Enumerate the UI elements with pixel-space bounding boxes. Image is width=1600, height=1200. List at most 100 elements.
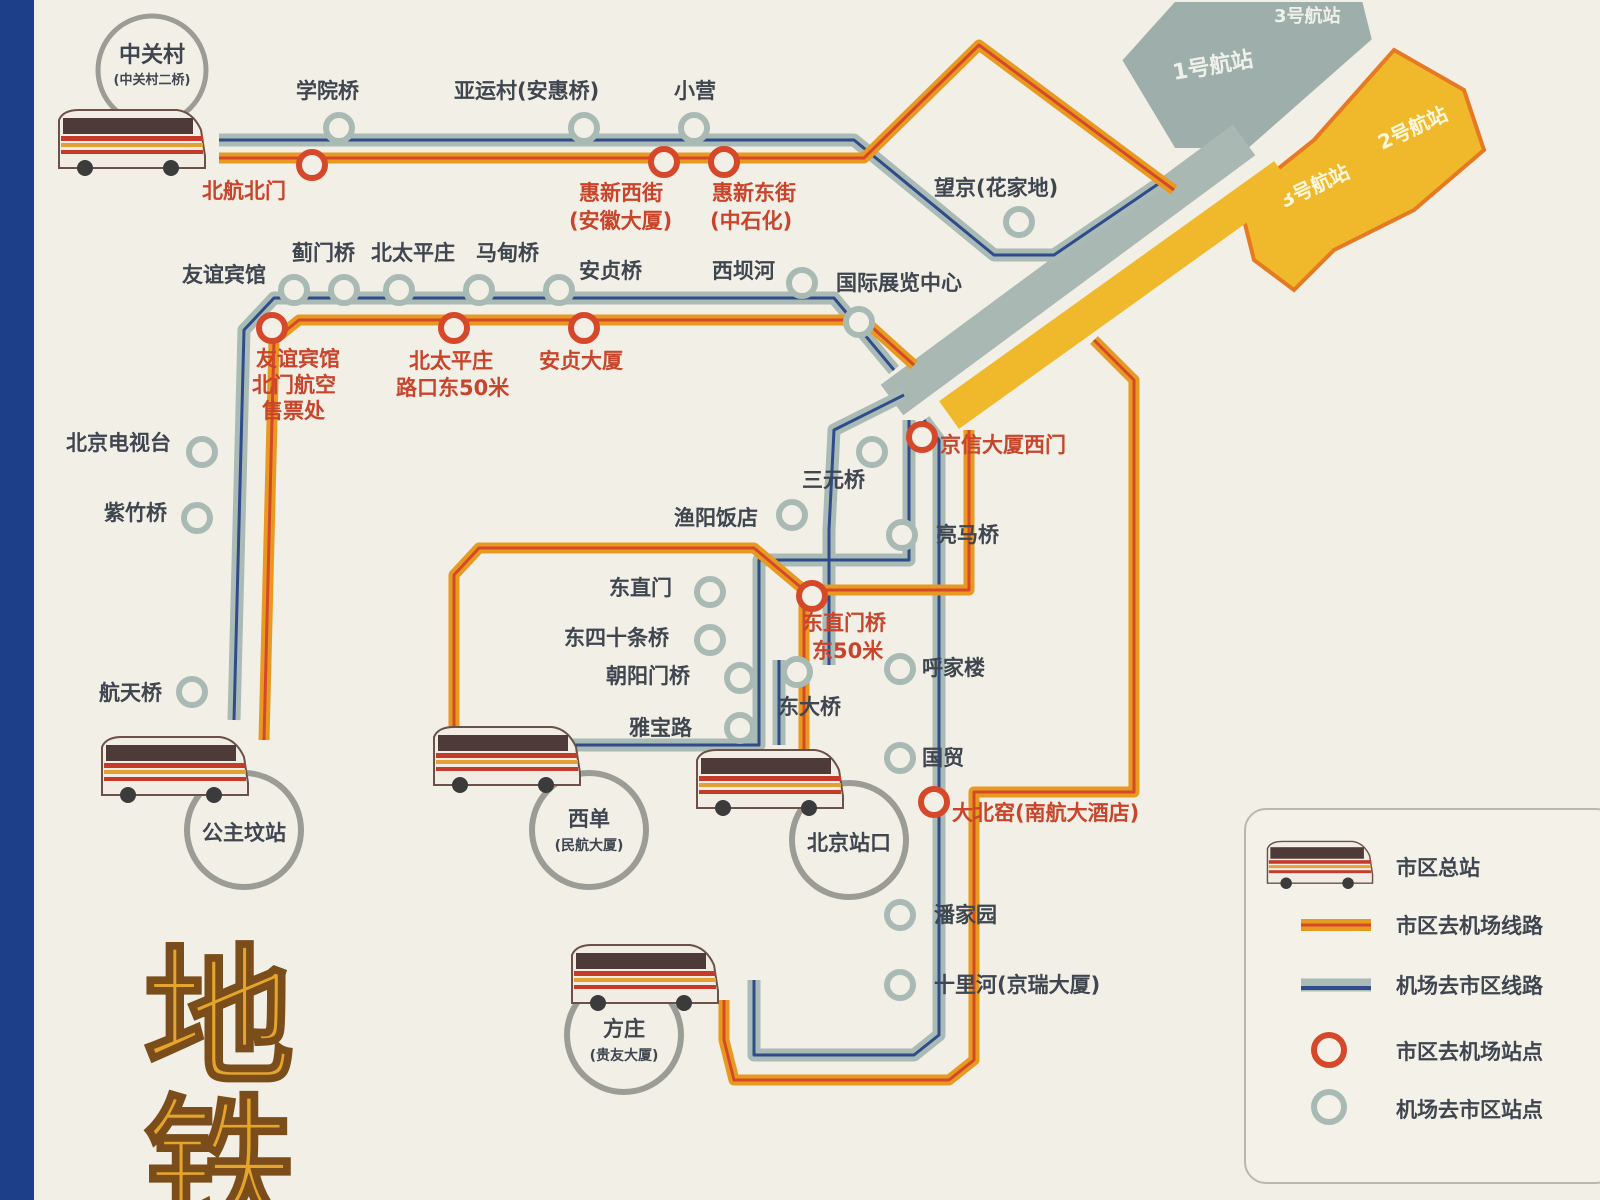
stop-beijingdianshitai[interactable]: [186, 436, 218, 468]
terminal-extra-label: 3号航站: [1274, 5, 1341, 27]
stop-huixindongjie[interactable]: [708, 146, 740, 178]
stop-sanyuanqiao[interactable]: [856, 436, 888, 468]
label-anzhenqiao: 安贞桥: [579, 259, 643, 283]
stop-yabaolu[interactable]: [724, 712, 756, 744]
hub-sub: (中关村二桥): [114, 72, 191, 88]
hub-name: 公主坟站: [202, 821, 286, 845]
stop-dabeiyao[interactable]: [918, 786, 950, 818]
legend-gray-stop: [1311, 1089, 1347, 1125]
label-huixindongjie-sub: (中石化): [710, 209, 792, 233]
hub-name: 北京站口: [807, 831, 891, 855]
legend-bus-icon: [1266, 840, 1374, 890]
label-liangmaqiao: 亮马桥: [936, 523, 1000, 547]
stop-dongdaqiao[interactable]: [781, 656, 813, 688]
stop-chaoyangmen[interactable]: [724, 662, 756, 694]
legend-hub-label: 市区总站: [1396, 856, 1480, 880]
stop-dongsishitiao[interactable]: [694, 624, 726, 656]
bus-icon: [696, 749, 844, 817]
airport-bus-route-map: 1号航站 3号航站 2号航站 3号航站: [58, 0, 1487, 1200]
legend-to-airport-stop-label: 市区去机场站点: [1396, 1040, 1543, 1064]
stop-youyibinguan[interactable]: [278, 274, 310, 306]
stop-xiaoying[interactable]: [678, 112, 710, 144]
stop-dongzhimenqiao[interactable]: [796, 580, 828, 612]
label-hangtianqiao: 航天桥: [99, 681, 163, 705]
label-huixindongjie: 惠新东街: [712, 181, 796, 205]
stop-youyibeimen[interactable]: [256, 312, 288, 344]
label-guomao: 国贸: [922, 746, 964, 770]
stop-liangmaqiao[interactable]: [886, 519, 918, 551]
stop-hujialou[interactable]: [884, 653, 916, 685]
label-youyibeimen: 友谊宾馆: [256, 347, 340, 371]
stop-beitaipingzhuang[interactable]: [383, 274, 415, 306]
label-yabaolu: 雅宝路: [629, 716, 693, 740]
label-hujialou: 呼家楼: [922, 656, 985, 680]
stop-zizhuqiao[interactable]: [181, 502, 213, 534]
stop-jimenqiao[interactable]: [328, 274, 360, 306]
label-wangjing: 望京(花家地): [934, 176, 1058, 200]
route-to-city-dongzhimen-core: [454, 420, 911, 747]
stop-yayuncun[interactable]: [568, 112, 600, 144]
route-to-city-north-core: [219, 138, 1165, 257]
stop-beitaipingzhuanglukou[interactable]: [438, 312, 470, 344]
label-xibahe: 西坝河: [712, 259, 775, 283]
hub-fangzhuang[interactable]: 方庄 (贵友大厦): [564, 944, 719, 1095]
bus-icon: [571, 944, 719, 1012]
bus-icon: [101, 736, 249, 804]
label-yuyangfandian: 渔阳饭店: [674, 506, 758, 530]
label-youyibinguan: 友谊宾馆: [182, 263, 266, 287]
legend-to-city-line: [1301, 978, 1371, 992]
label-xueyuanqiao: 学院桥: [296, 79, 360, 103]
legend-to-airport-line: [1301, 919, 1371, 931]
hub-beijingzhan[interactable]: 北京站口: [696, 749, 909, 900]
label-shilihe: 十里河(京瑞大厦): [934, 973, 1100, 997]
legend-to-city-stop-label: 机场去市区站点: [1396, 1098, 1543, 1122]
label-youyibeimen-sub2: 售票处: [262, 399, 325, 423]
legend-red-stop: [1311, 1032, 1347, 1068]
stop-anzhendasha[interactable]: [568, 312, 600, 344]
label-huixinxijie-sub: (安徽大厦): [569, 209, 672, 233]
label-dabeiyao: 大北窑(南航大酒店): [952, 801, 1139, 825]
stop-guojizhanlan[interactable]: [843, 306, 875, 338]
stop-xibahe[interactable]: [786, 267, 818, 299]
label-guojizhanlan: 国际展览中心: [836, 271, 962, 295]
route-to-airport-west: [258, 314, 918, 741]
bus-icon: [58, 109, 206, 177]
label-yayuncun: 亚运村(安惠桥): [454, 79, 599, 103]
label-youyibeimen-sub: 北门航空: [252, 373, 336, 397]
legend-to-airport-route-label: 市区去机场线路: [1396, 914, 1543, 938]
stop-madianqiao[interactable]: [463, 274, 495, 306]
stop-huixinxijie[interactable]: [648, 146, 680, 178]
hub-sub: (贵友大厦): [590, 1047, 659, 1064]
stop-panjiayuan[interactable]: [884, 899, 916, 931]
stop-yuyangfandian[interactable]: [776, 499, 808, 531]
label-dongzhimenqiao: 东直门桥: [802, 611, 887, 635]
stop-hangtianqiao[interactable]: [176, 676, 208, 708]
label-dongzhimen: 东直门: [609, 576, 672, 600]
stop-wangjing[interactable]: [1003, 206, 1035, 238]
big-title-line2: 铁: [144, 1080, 294, 1200]
label-jimenqiao: 蓟门桥: [291, 241, 356, 265]
big-title: 地 铁: [143, 929, 296, 1200]
label-huixinxijie: 惠新西街: [579, 181, 663, 205]
big-title-line1: 地: [144, 930, 294, 1106]
label-chaoyangmen: 朝阳门桥: [606, 664, 691, 688]
stop-shilihe[interactable]: [884, 969, 916, 1001]
hub-name: 中关村: [119, 43, 185, 68]
stop-anzhenqiao[interactable]: [543, 274, 575, 306]
label-panjiayuan: 潘家园: [934, 903, 997, 927]
bus-icon: [433, 726, 581, 794]
label-dongzhimenqiao-sub: 东50米: [812, 639, 884, 663]
label-jingxindasha: 京信大厦西门: [940, 433, 1066, 457]
stop-jingxindasha[interactable]: [906, 421, 938, 453]
hub-zhongguancun[interactable]: 中关村 (中关村二桥): [58, 13, 209, 177]
stop-dongzhimen[interactable]: [694, 576, 726, 608]
label-beijingdianshitai: 北京电视台: [66, 431, 171, 455]
label-dongsishitiao: 东四十条桥: [564, 626, 670, 650]
hub-gongzhufen[interactable]: 公主坟站: [101, 736, 304, 890]
stop-xueyuanqiao[interactable]: [323, 112, 355, 144]
hub-xidan[interactable]: 西单 (民航大厦): [433, 726, 649, 890]
label-dongdaqiao: 东大桥: [778, 695, 842, 719]
route-to-airport-west-core: [262, 318, 916, 741]
stop-guomao[interactable]: [884, 742, 916, 774]
stop-beihangbeimen[interactable]: [296, 149, 328, 181]
